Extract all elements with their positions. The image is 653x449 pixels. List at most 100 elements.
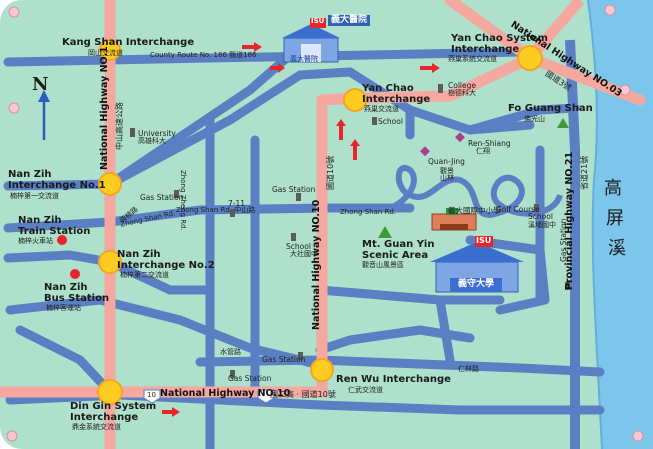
isu-university-building [430,242,524,293]
gas-station-icon-1 [174,190,179,198]
nan-zih-1-label-2: Interchange No.1 [8,180,106,191]
gas-1-label: Gas Station [140,193,184,202]
isu-main-zh: 義守大學 [458,279,495,289]
river-char-2: 屏 [606,208,624,229]
university-icon [130,128,135,137]
river-char-1: 高 [604,178,622,199]
college-zh: 樹德科大 [448,89,476,97]
school-top-label: School [378,117,403,126]
nan-zih-bus-label-2: Bus Station [44,293,110,304]
nan-zih-1-label: Nan Zih [8,169,52,180]
road-nanzih-to-yanchao [3,67,355,191]
university-zh: 高雄科大 [138,137,166,145]
poi-icons [130,84,570,378]
quan-jing-zh: 觀景山林 [440,167,454,183]
gas-station-icon-5 [565,282,570,290]
yan-chao-system-label: Yan Chao System [451,33,548,44]
nan-zih-1-zh: 楠梓第一交流道 [10,192,59,200]
ren-wu-label: Ren Wu Interchange [336,374,451,385]
train-station-marker [57,235,67,245]
isu-hospital-caption: 義大醫院 [290,55,318,63]
school-right-zh: 溪埔國中 [528,221,556,229]
gas-2-label: Gas Station [272,185,316,194]
yan-chao-zh: 燕巢交流道 [364,105,399,113]
zhongshan-mid-label: Zhong Shan Rd. 中山路 [176,206,256,214]
fo-guang-zh: 佛光山 [524,115,545,123]
county-route-label: County Route No. 186 縣道186 [150,51,257,59]
road-bottom [5,295,325,370]
fo-guang-label: Fo Guang Shan [508,103,593,114]
golf-label: Golf Course [496,205,540,214]
compass-north: N [32,74,49,95]
road-yanchao-east [345,67,535,135]
isu-main-text: ISU [476,236,492,245]
isu-top-zh: 義大醫院 [328,15,371,27]
quan-jing-marker [420,146,430,157]
nan-zih-2-label: Nan Zih [117,249,161,260]
isu-logo-top [310,18,326,28]
ntl-hwy-1-zh: 中山高速公路 [115,102,124,150]
fo-guang-shan-icon [557,118,569,128]
yan-chao-system-zh: 燕巢系統交流道 [448,55,497,63]
shuiguan-label: 水管路 [220,348,241,356]
road-to-fo-guang [465,103,580,135]
mt-guan-yin-label: Mt. Guan Yin [362,239,435,250]
nan-zih-bus-label: Nan Zih [44,282,88,293]
school-mid-zh: 大社國中 [290,250,318,258]
zhong-zheng-label: Zhong Zheng Rd. [179,170,187,231]
school-mid-label: School [286,242,311,251]
ntl-hwy-10v-label: National Highway NO.10 [311,199,322,330]
gas-station-icon-3 [230,370,235,378]
road-sw-diagonal [15,325,115,397]
interchange-ren-wu [310,358,334,382]
nan-zih-train-zh: 楠梓火車站 [18,237,53,245]
college-label: College [448,81,476,90]
direction-arrows [162,42,440,417]
ren-shiang-label: Ren-Shiang [468,139,511,148]
mt-guan-yin-label-2: Scenic Area [362,250,429,261]
freeway-tag-1: 10 [147,391,156,399]
renwu-rd-label: 仁林路 [458,365,479,373]
nan-zih-train-label: Nan Zih [18,215,62,226]
seven-eleven-label: 7-11 [228,199,246,208]
ntl-hwy-1-label: National Highway NO.1 [99,46,110,170]
din-gin-label: Din Gin System [70,401,157,412]
mt-guan-yin-zh: 觀音山風景區 [362,261,404,269]
road-east-loop [465,235,550,315]
kang-shan-label: Kang Shan Interchange [62,37,195,48]
interchange-nan-zih-2 [98,250,122,274]
school-right-icon [534,204,539,212]
river-char-3: 溪 [608,238,626,259]
school-top-icon [372,117,377,125]
road-renwu [195,355,605,377]
ntl-hwy-10h-label: National Highway NO.10 [160,388,291,399]
isu-hospital-building [282,24,340,63]
university-label: University [138,129,176,138]
mountain-road [388,164,563,219]
isu-school-building [431,208,477,231]
freeway-shields [143,389,275,404]
road-ren-wu-east [315,285,505,305]
interchange-yan-chao [343,88,367,112]
gas-4-label: Gas Station [228,374,272,383]
nan-zih-2-label-2: Interchange No.2 [117,260,215,271]
school-mid-icon [291,233,296,241]
interchange-kang-shan [99,39,121,61]
bus-station-marker [70,269,80,279]
ren-wu-zh: 仁武交流道 [348,386,383,394]
kang-shan-zh: 岡山交流道 [88,49,123,57]
flower-markers [6,4,644,442]
college-icon [438,84,443,93]
interchanges [97,39,543,405]
interchange-din-gin [97,379,123,405]
gas-station-icon-2 [296,193,301,201]
nan-zih-train-label-2: Train Station [18,226,91,237]
prov-21-label: Provincial Highway NO.21 [564,151,575,290]
yan-chao-label: Yan Chao [362,83,414,94]
ntl-hwy-10v-zh: 國道10號 [326,155,335,190]
north-arrow [38,90,50,140]
river-bank [587,0,603,449]
din-gin-label-2: Interchange [70,412,139,423]
